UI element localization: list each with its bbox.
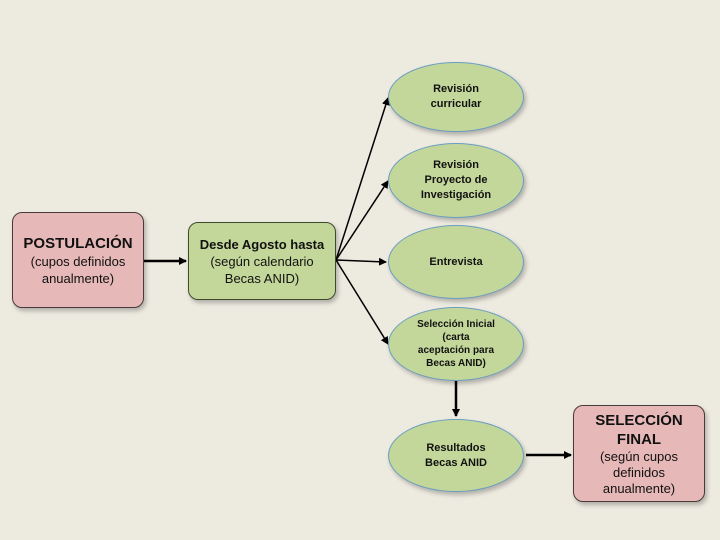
arrow-to-revision-curricular [335, 97, 390, 261]
node-postulacion-title: POSTULACIÓN [23, 234, 133, 252]
node-postulacion: POSTULACIÓN (cupos definidos anualmente) [12, 212, 144, 308]
node-seleccion-inicial: Selección Inicial (carta aceptación para… [388, 307, 524, 381]
node-revision-curricular: Revisión curricular [388, 62, 524, 132]
node-revision-proyecto: Revisión Proyecto de Investigación [388, 143, 524, 218]
node-seleccion-final-title: SELECCIÓN FINAL [595, 411, 683, 448]
node-seleccion-final: SELECCIÓN FINAL (según cupos definidos a… [573, 405, 705, 502]
node-desde-agosto-subtitle: (según calendario Becas ANID) [210, 253, 314, 286]
node-seleccion-final-subtitle: (según cupos definidos anualmente) [599, 448, 679, 496]
arrow-to-entrevista [335, 257, 387, 266]
node-entrevista: Entrevista [388, 225, 524, 299]
node-desde-agosto-title: Desde Agosto hasta [199, 236, 325, 252]
node-resultados: Resultados Becas ANID [388, 419, 524, 492]
arrow-to-seleccion-inicial [335, 259, 389, 345]
node-postulacion-subtitle: (cupos definidos anualmente) [30, 253, 126, 286]
arrow-to-revision-proyecto [335, 180, 389, 261]
node-desde-agosto: Desde Agosto hasta (según calendario Bec… [188, 222, 336, 300]
